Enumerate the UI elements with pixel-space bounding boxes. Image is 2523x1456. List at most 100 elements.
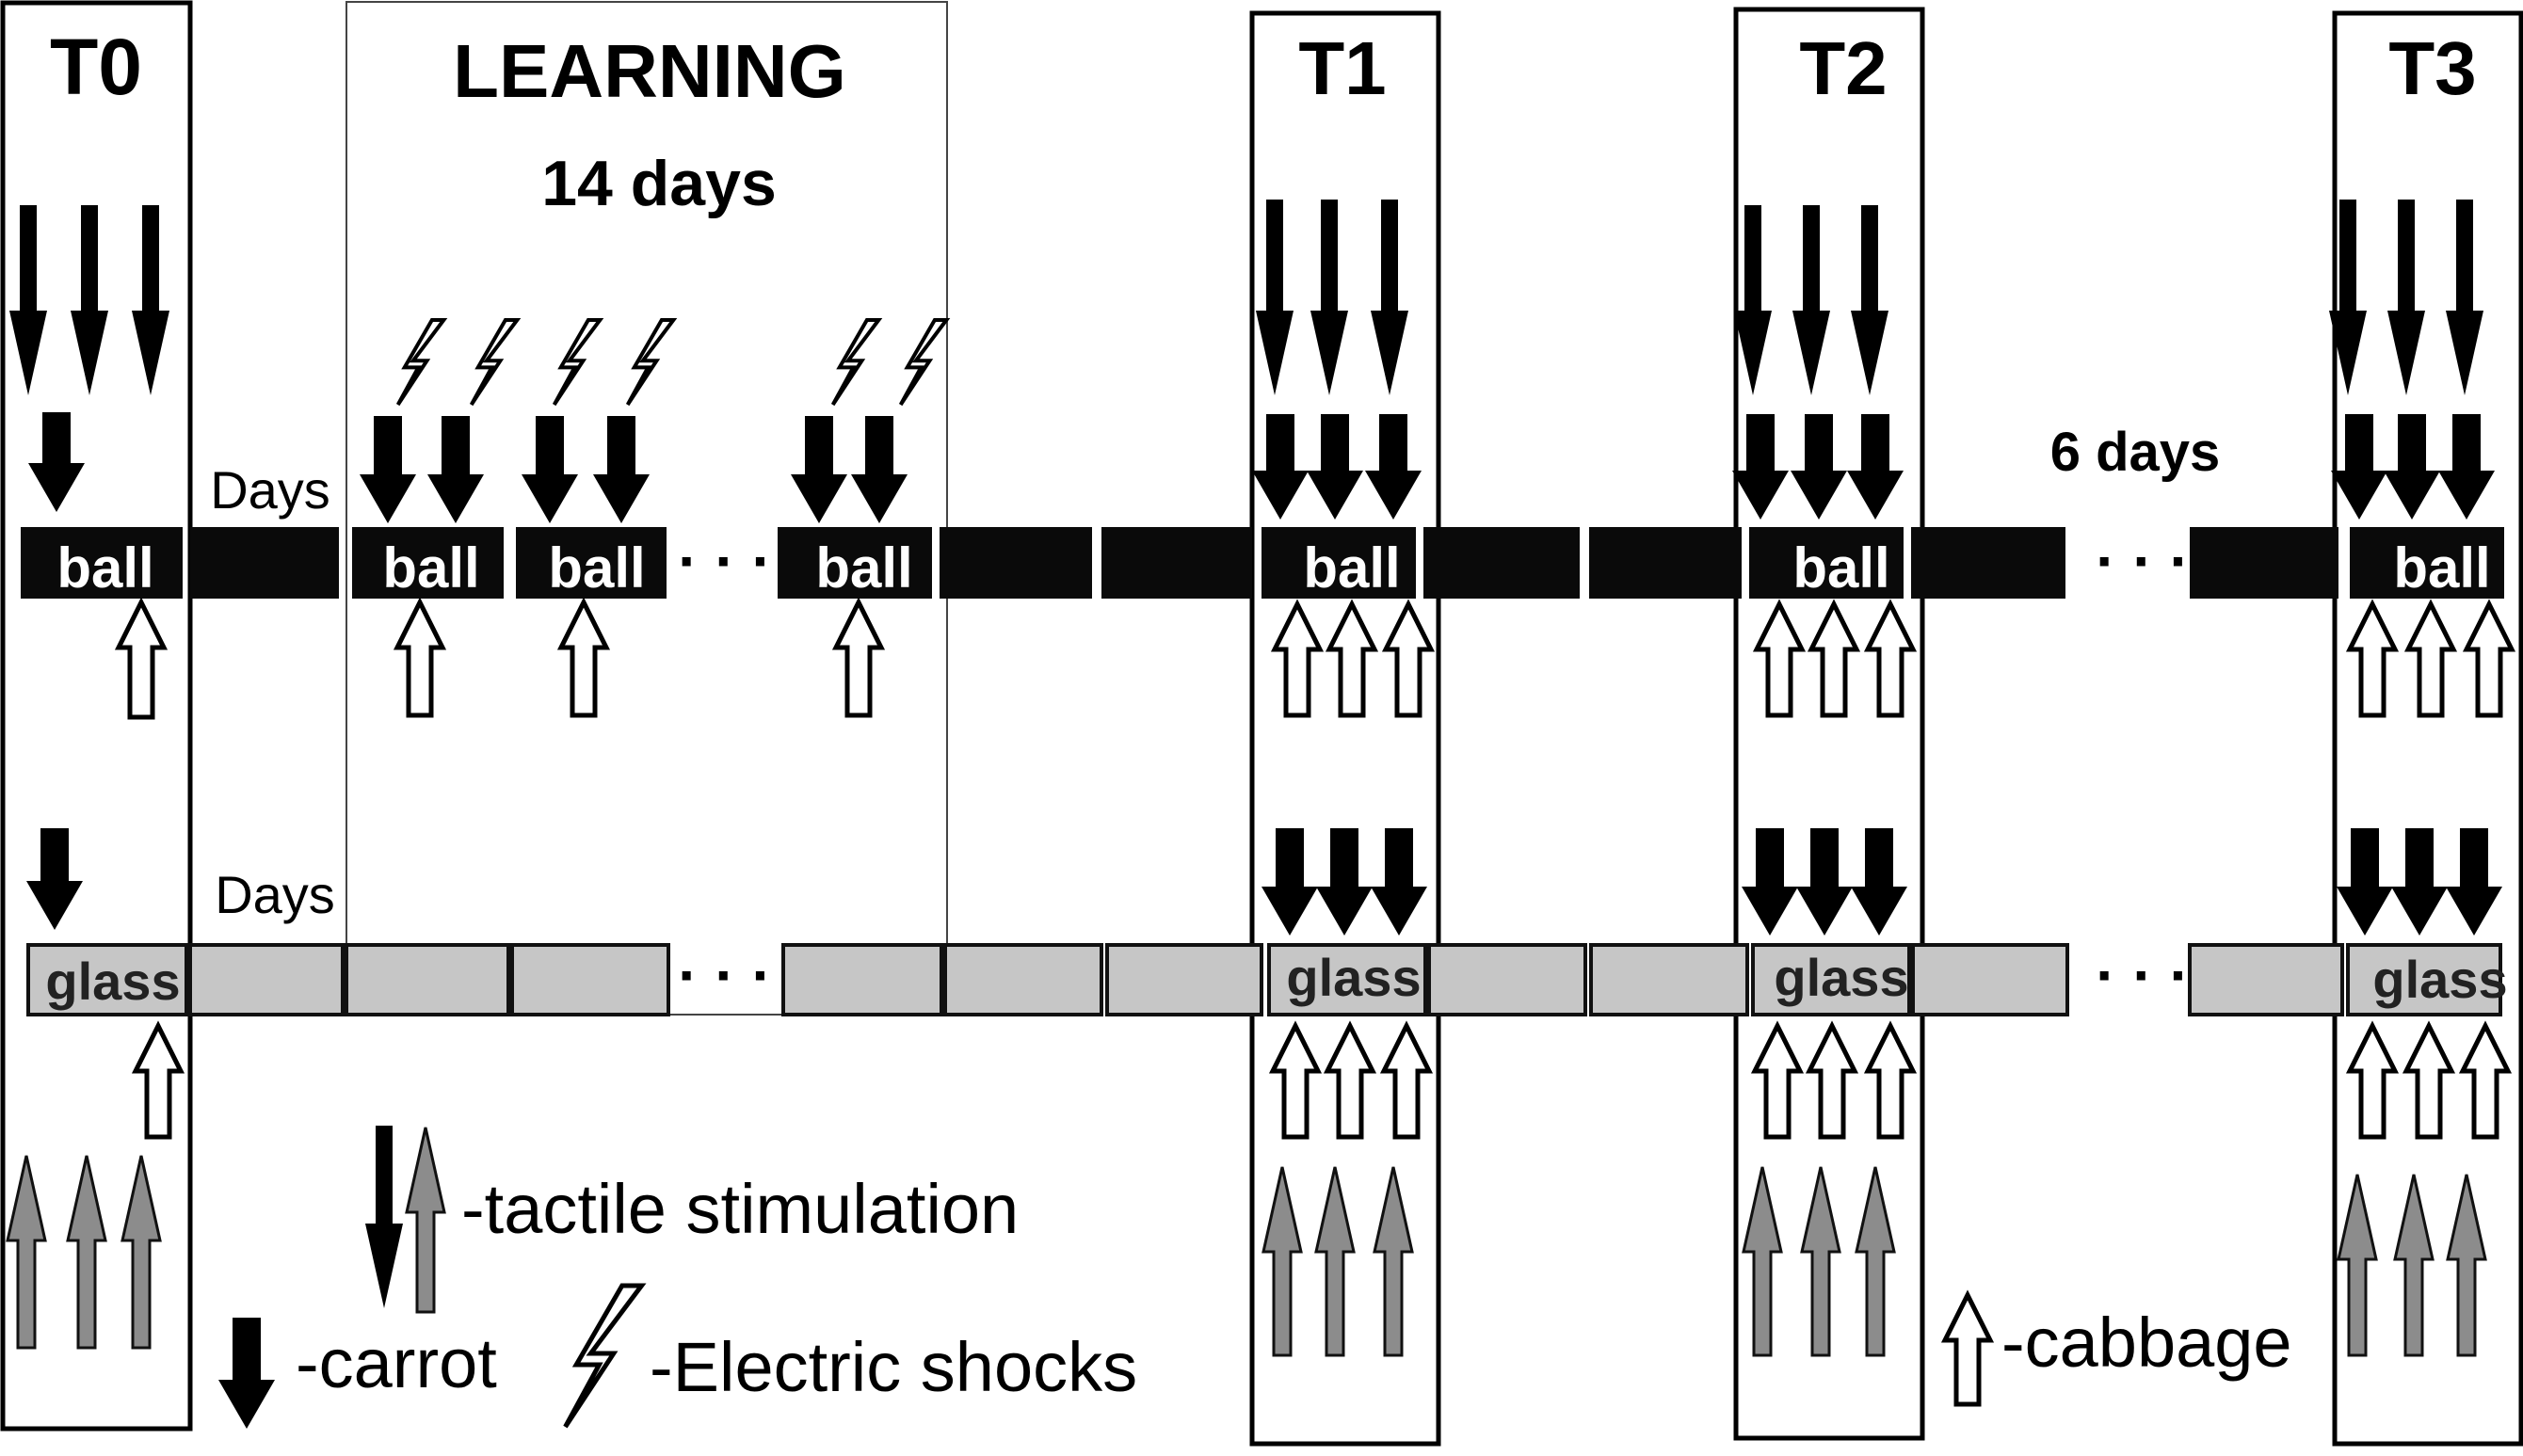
cabbage-arrow xyxy=(831,597,886,718)
cabbage-arrow xyxy=(114,597,169,720)
tactile-arrow-down xyxy=(2387,200,2425,395)
days-label-ball: Days xyxy=(210,460,330,520)
carrot-arrow xyxy=(26,828,83,930)
legend-carrot-arrow xyxy=(218,1318,275,1429)
cabbage-arrow xyxy=(131,1020,185,1140)
carrot-arrow xyxy=(2391,828,2448,936)
learning-duration: 14 days xyxy=(541,148,777,219)
electric-shock-icon xyxy=(395,318,448,407)
tactile-arrow-up xyxy=(2337,1174,2378,1357)
ball-bar-segment xyxy=(2350,527,2504,599)
cabbage-arrow xyxy=(1750,1020,1805,1140)
tactile-arrow-down xyxy=(1371,200,1408,395)
tactile-arrow-up xyxy=(2393,1174,2435,1357)
glass-bar-segment xyxy=(2188,943,2344,1016)
tactile-arrow-down xyxy=(71,205,108,395)
cabbage-arrow xyxy=(2402,1020,2456,1140)
cabbage-arrow xyxy=(1863,1020,1918,1140)
tactile-arrow-up xyxy=(1373,1166,1414,1357)
cabbage-arrow xyxy=(1381,599,1436,718)
ball-bar-segment xyxy=(1101,527,1252,599)
tactile-arrow-down xyxy=(1851,205,1888,395)
carrot-arrow xyxy=(1262,828,1318,936)
carrot-arrow xyxy=(28,412,85,512)
glass-bar-segment xyxy=(1751,943,1911,1016)
carrot-arrow xyxy=(427,416,484,523)
tactile-arrow-up xyxy=(2446,1174,2487,1357)
carrot-arrow xyxy=(2446,828,2502,936)
carrot-arrow xyxy=(360,416,416,523)
ball-bar-segment xyxy=(1262,527,1416,599)
glass-label-t3: glass xyxy=(2372,950,2507,1009)
glass-bar-segment xyxy=(943,943,1103,1016)
cabbage-arrow xyxy=(2458,1020,2513,1140)
ball-label-learning-3: ball xyxy=(815,536,912,600)
tactile-arrow-up xyxy=(66,1155,107,1350)
panel-title-t3: T3 xyxy=(2388,26,2476,110)
stimulus-arrows xyxy=(6,200,2516,1357)
glass-bar-segment xyxy=(188,943,345,1016)
ellipsis-glass-gap: · · · xyxy=(2096,941,2190,1009)
tactile-arrow-down xyxy=(132,205,169,395)
carrot-arrow xyxy=(593,416,650,523)
ball-bar-segment xyxy=(352,527,504,599)
legend-carrot-text: -carrot xyxy=(296,1324,497,1402)
cabbage-arrow xyxy=(1807,599,1861,718)
carrot-arrow xyxy=(1732,414,1789,520)
ball-label-t1: ball xyxy=(1303,536,1400,600)
ball-bar-segment xyxy=(940,527,1092,599)
carrot-arrow xyxy=(1252,414,1309,520)
ball-label-learning-2: ball xyxy=(548,536,645,600)
tactile-arrow-down xyxy=(9,205,47,395)
tactile-arrow-up xyxy=(1855,1166,1896,1357)
carrot-arrow xyxy=(1371,828,1427,936)
ball-bar-segment xyxy=(2190,527,2338,599)
ball-bar-segment xyxy=(1589,527,1742,599)
carrot-arrow xyxy=(851,416,908,523)
ball-bar-segment xyxy=(778,527,932,599)
ball-bar-segment xyxy=(516,527,667,599)
tactile-arrow-down xyxy=(1734,205,1772,395)
tactile-arrow-up xyxy=(1314,1166,1356,1357)
glass-label-t2: glass xyxy=(1774,948,1908,1007)
panel-title-t0: T0 xyxy=(50,23,142,111)
carrot-arrow xyxy=(1791,414,1847,520)
cabbage-arrow xyxy=(1863,599,1918,718)
electric-shock-icon xyxy=(625,318,678,407)
legend-tactile-text: -tactile stimulation xyxy=(461,1170,1019,1248)
legend-electric-shock-icon xyxy=(563,1283,647,1429)
ellipsis-glass-learning: · · · xyxy=(678,941,772,1009)
glass-timeline xyxy=(26,943,2502,1016)
carrot-arrow xyxy=(1316,828,1373,936)
tactile-arrow-up xyxy=(6,1155,47,1350)
panel-box-t0 xyxy=(0,0,193,1432)
cabbage-arrow xyxy=(2345,599,2400,718)
cabbage-arrow xyxy=(1752,599,1807,718)
glass-bar-segment xyxy=(510,943,670,1016)
tactile-arrow-down xyxy=(1310,200,1348,395)
tactile-arrow-up xyxy=(1800,1166,1841,1357)
tactile-arrow-down xyxy=(2446,200,2483,395)
electric-shock-icon xyxy=(552,318,604,407)
panel-box-t1 xyxy=(1249,10,1441,1447)
glass-bar-segment xyxy=(1105,943,1263,1016)
ball-label-t3: ball xyxy=(2393,536,2490,600)
tactile-arrow-up xyxy=(121,1155,162,1350)
legend-tactile-arrow-down xyxy=(365,1126,403,1308)
cabbage-arrow xyxy=(1325,599,1379,718)
electric-shock-icon xyxy=(469,318,522,407)
cabbage-arrow xyxy=(556,597,611,718)
ball-label-t2: ball xyxy=(1792,536,1889,600)
cabbage-arrow xyxy=(1268,1020,1323,1140)
ellipsis-ball-learning: · · · xyxy=(678,527,772,595)
carrot-arrow xyxy=(2337,828,2393,936)
glass-label-t1: glass xyxy=(1286,948,1421,1007)
tactile-arrow-down xyxy=(2329,200,2367,395)
ball-bar-segment xyxy=(1423,527,1580,599)
ball-label-t0: ball xyxy=(56,536,153,600)
electric-shock-icon xyxy=(830,318,883,407)
ball-timeline xyxy=(21,527,2504,599)
glass-bar-segment xyxy=(1911,943,2069,1016)
ball-label-learning-1: ball xyxy=(382,536,479,600)
